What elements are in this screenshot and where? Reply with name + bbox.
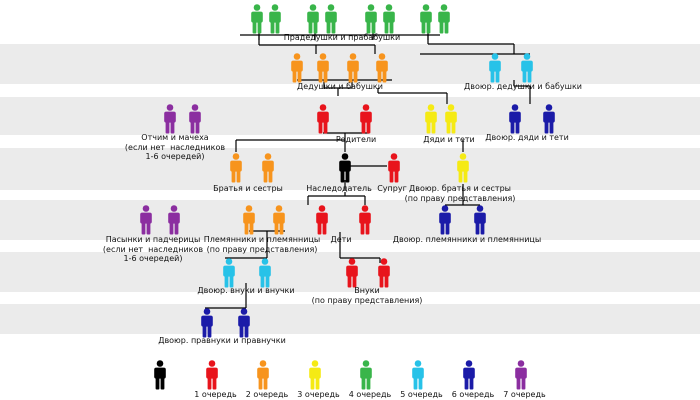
- label-great-grandparents: Прадедушки и прабабушки: [283, 33, 401, 42]
- person-icon: [324, 4, 338, 34]
- label-grandchildren: Внуки (по праву представления): [311, 286, 423, 305]
- legend-label: 5 очередь: [400, 390, 443, 399]
- legend-label: 6 очередь: [451, 390, 495, 399]
- legend-label: 2 очередь: [245, 390, 289, 399]
- person-icon: [382, 4, 396, 34]
- person-icon: [338, 153, 352, 183]
- legend-person-icon: [462, 360, 476, 390]
- legend-label: 7 очередь: [503, 390, 546, 399]
- person-icon: [261, 153, 275, 183]
- person-icon: [377, 258, 391, 288]
- person-icon: [364, 4, 378, 34]
- person-icon: [237, 308, 251, 338]
- label-uncles-aunts: Дяди и тети: [423, 135, 475, 144]
- label-stepparents: Отчим и мачеха (если нет наследников 1-6…: [124, 133, 226, 162]
- person-icon: [315, 205, 329, 235]
- person-icon: [424, 104, 438, 134]
- person-icon: [139, 205, 153, 235]
- legend-person-icon: [411, 360, 425, 390]
- row-band: [0, 304, 700, 334]
- label-grandparents: Дедушки и бабушки: [297, 82, 383, 91]
- label-testator: Наследодатель: [306, 184, 372, 193]
- person-icon: [520, 53, 534, 83]
- person-icon: [242, 205, 256, 235]
- person-icon: [358, 205, 372, 235]
- person-icon: [488, 53, 502, 83]
- person-icon: [456, 153, 470, 183]
- person-icon: [200, 308, 214, 338]
- person-icon: [316, 53, 330, 83]
- person-icon: [268, 4, 282, 34]
- label-parents: Родители: [335, 135, 377, 144]
- label-nephews: Племянники и племянницы (по праву предст…: [203, 235, 321, 254]
- person-icon: [438, 205, 452, 235]
- person-icon: [229, 153, 243, 183]
- person-icon: [437, 4, 451, 34]
- person-icon: [473, 205, 487, 235]
- legend-label: 3 очередь: [297, 390, 340, 399]
- person-icon: [316, 104, 330, 134]
- label-great-grand-nephews: Двоюр. правнуки и правнучки: [158, 336, 286, 345]
- label-cousin-grandparents: Двоюр. дедушки и бабушки: [464, 82, 582, 91]
- person-icon: [306, 4, 320, 34]
- person-icon: [346, 53, 360, 83]
- legend-person-icon: [205, 360, 219, 390]
- label-cousin-nephews: Двоюр. племянники и племянницы: [392, 235, 542, 244]
- legend-person-icon: [308, 360, 322, 390]
- person-icon: [290, 53, 304, 83]
- person-icon: [222, 258, 236, 288]
- legend-person-icon: [256, 360, 270, 390]
- person-icon: [375, 53, 389, 83]
- person-icon: [444, 104, 458, 134]
- label-spouse: Супруг: [377, 184, 407, 193]
- person-icon: [250, 4, 264, 34]
- label-children: Дети: [330, 235, 352, 244]
- label-siblings: Братья и сестры: [213, 184, 283, 193]
- person-icon: [272, 205, 286, 235]
- person-icon: [359, 104, 373, 134]
- label-cousins: Двоюр. братья и сестры (по праву предста…: [404, 184, 516, 203]
- person-icon: [508, 104, 522, 134]
- person-icon: [387, 153, 401, 183]
- row-band: [0, 97, 700, 135]
- person-icon: [188, 104, 202, 134]
- row-band: [0, 200, 700, 240]
- person-icon: [345, 258, 359, 288]
- legend-person-icon: [153, 360, 167, 390]
- person-icon: [163, 104, 177, 134]
- legend-label: 1 очередь: [194, 390, 237, 399]
- person-icon: [419, 4, 433, 34]
- legend-label: 4 очередь: [348, 390, 392, 399]
- person-icon: [542, 104, 556, 134]
- label-grand-nephews: Двоюр. внуки и внучки: [197, 286, 295, 295]
- legend-person-icon: [514, 360, 528, 390]
- label-cousin-uncles-aunts: Двоюр. дяди и тети: [485, 133, 569, 142]
- label-stepchildren: Пасынки и падчерицы (если нет наследнико…: [102, 235, 204, 264]
- legend-person-icon: [359, 360, 373, 390]
- person-icon: [167, 205, 181, 235]
- person-icon: [258, 258, 272, 288]
